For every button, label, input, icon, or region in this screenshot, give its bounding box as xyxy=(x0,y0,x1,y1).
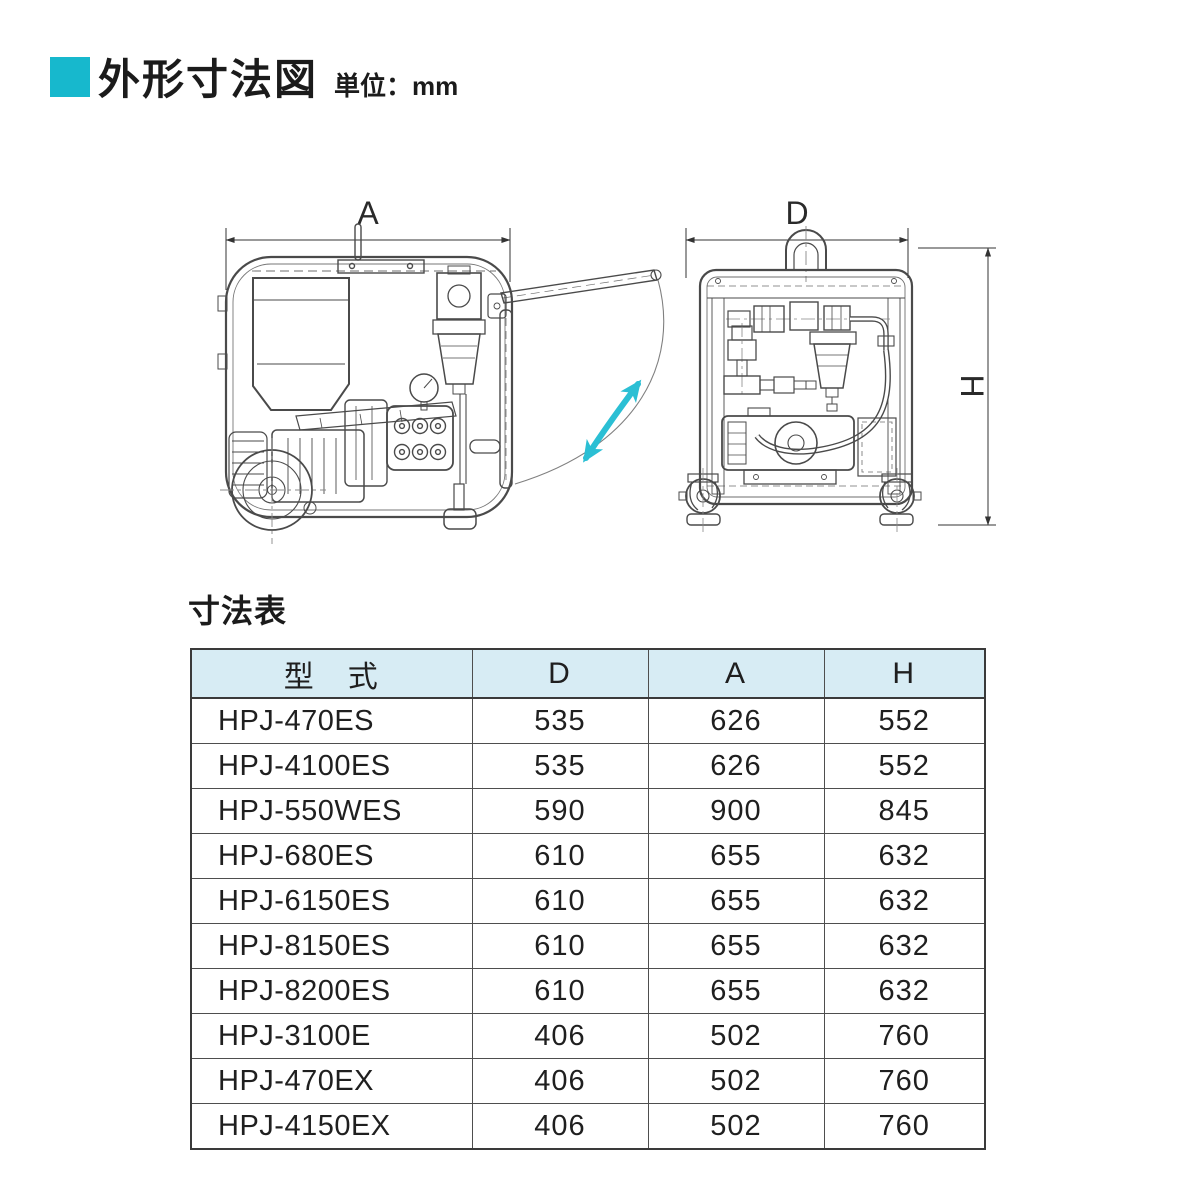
column-header-a: A xyxy=(647,648,825,699)
dim-label-d: D xyxy=(785,195,808,231)
model-cell: HPJ-8150ES xyxy=(190,923,473,969)
side-frame xyxy=(217,255,514,519)
a-cell: 655 xyxy=(647,923,825,969)
h-cell: 632 xyxy=(823,833,986,879)
unloader-valve xyxy=(723,323,817,396)
pressure-gauge xyxy=(409,373,439,411)
model-cell: HPJ-8200ES xyxy=(190,968,473,1014)
water-filter xyxy=(809,331,857,412)
d-cell: 610 xyxy=(471,878,649,924)
model-cell: HPJ-4150EX xyxy=(190,1103,473,1150)
table-row: HPJ-550WES 590 900 845 xyxy=(190,788,986,834)
table-row: HPJ-4150EX 406 502 760 xyxy=(190,1103,986,1150)
dimension-diagrams: A xyxy=(217,195,996,544)
table-title: 寸法表 xyxy=(188,593,288,629)
h-cell: 845 xyxy=(823,788,986,834)
pump-assembly xyxy=(344,399,501,487)
swing-arrow-icon xyxy=(583,379,642,463)
dimension-a: A xyxy=(225,195,511,290)
lifting-hook xyxy=(785,226,827,282)
caster-left xyxy=(678,468,721,532)
a-cell: 655 xyxy=(647,968,825,1014)
model-cell: HPJ-4100ES xyxy=(190,743,473,789)
h-cell: 632 xyxy=(823,878,986,924)
table-row: HPJ-6150ES 610 655 632 xyxy=(190,878,986,924)
door-swing-arc xyxy=(514,279,665,485)
wheel xyxy=(220,438,326,544)
d-cell: 406 xyxy=(471,1058,649,1104)
a-cell: 502 xyxy=(647,1013,825,1059)
dimension-table: 型 式 D A H HPJ-470ES 535 626 552 HPJ-4100… xyxy=(190,648,986,1150)
column-header-h: H xyxy=(823,648,986,699)
a-cell: 900 xyxy=(647,788,825,834)
h-cell: 760 xyxy=(823,1013,986,1059)
rear-view-diagram: D H xyxy=(678,195,996,532)
fuel-strainer xyxy=(432,265,486,395)
model-cell: HPJ-550WES xyxy=(190,788,473,834)
side-panel xyxy=(857,417,897,477)
h-cell: 632 xyxy=(823,923,986,969)
d-cell: 406 xyxy=(471,1013,649,1059)
d-cell: 406 xyxy=(471,1103,649,1150)
d-cell: 610 xyxy=(471,833,649,879)
dim-label-h: H xyxy=(954,374,990,397)
accent-square-icon xyxy=(50,57,90,97)
a-cell: 502 xyxy=(647,1058,825,1104)
model-cell: HPJ-6150ES xyxy=(190,878,473,924)
d-cell: 590 xyxy=(471,788,649,834)
d-cell: 610 xyxy=(471,923,649,969)
rear-frame xyxy=(698,268,914,506)
d-cell: 535 xyxy=(471,743,649,789)
table-row: HPJ-680ES 610 655 632 xyxy=(190,833,986,879)
d-cell: 610 xyxy=(471,968,649,1014)
air-cleaner xyxy=(252,277,457,431)
oil-dipstick xyxy=(337,223,425,274)
h-cell: 552 xyxy=(823,697,986,744)
support-foot xyxy=(443,394,477,530)
caster-right xyxy=(879,468,922,532)
dim-label-a: A xyxy=(357,195,379,231)
model-cell: HPJ-470EX xyxy=(190,1058,473,1104)
column-header-model: 型 式 xyxy=(190,648,473,699)
high-pressure-hose xyxy=(754,349,891,455)
h-cell: 760 xyxy=(823,1058,986,1104)
h-cell: 632 xyxy=(823,968,986,1014)
model-cell: HPJ-3100E xyxy=(190,1013,473,1059)
rear-pump xyxy=(721,407,855,485)
a-cell: 502 xyxy=(647,1103,825,1150)
a-cell: 655 xyxy=(647,878,825,924)
table-row: HPJ-4100ES 535 626 552 xyxy=(190,743,986,789)
table-row: HPJ-3100E 406 502 760 xyxy=(190,1013,986,1059)
a-cell: 626 xyxy=(647,697,825,744)
table-row: HPJ-8200ES 610 655 632 xyxy=(190,968,986,1014)
side-view-diagram: A xyxy=(217,195,665,544)
a-cell: 626 xyxy=(647,743,825,789)
h-cell: 760 xyxy=(823,1103,986,1150)
dimension-h: H xyxy=(918,247,996,526)
dimension-d: D xyxy=(685,195,909,278)
unit-label: 単位：mm xyxy=(334,71,459,101)
column-header-d: D xyxy=(471,648,649,699)
model-cell: HPJ-680ES xyxy=(190,833,473,879)
h-cell: 552 xyxy=(823,743,986,789)
inlet-piping xyxy=(726,301,895,350)
table-row: HPJ-8150ES 610 655 632 xyxy=(190,923,986,969)
table-row: HPJ-470EX 406 502 760 xyxy=(190,1058,986,1104)
d-cell: 535 xyxy=(471,697,649,744)
table-row: HPJ-470ES 535 626 552 xyxy=(190,697,986,744)
table-header-row: 型 式 D A H xyxy=(190,648,986,699)
a-cell: 655 xyxy=(647,833,825,879)
model-cell: HPJ-470ES xyxy=(190,697,473,744)
page-title: 外形寸法図 xyxy=(98,56,319,103)
cover-door xyxy=(487,269,662,489)
